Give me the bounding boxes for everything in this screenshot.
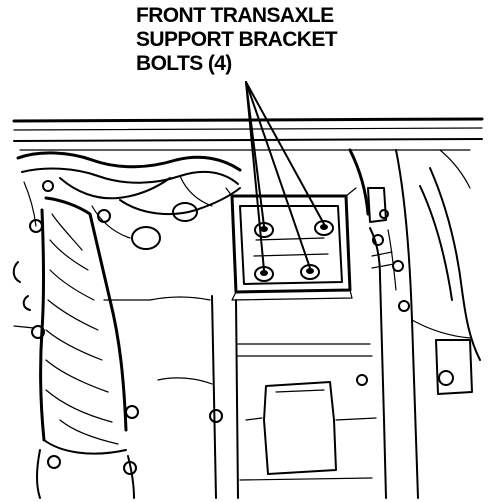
callout-leader-lines (245, 81, 325, 271)
catalytic-converter (12, 196, 139, 499)
transaxle-support-bracket (225, 187, 357, 301)
callout-line-2: SUPPORT BRACKET (136, 28, 338, 51)
callout-label: FRONT TRANSAXLE SUPPORT BRACKET BOLTS (4… (136, 4, 338, 76)
lower-structure (103, 295, 377, 499)
callout-line-1: FRONT TRANSAXLE (136, 4, 334, 27)
bracket-bolts (254, 220, 334, 282)
bolt-upper-right (314, 220, 334, 236)
callout-line-3: BOLTS (4) (136, 52, 232, 75)
transaxle-housing (348, 148, 481, 499)
frame-lines (12, 117, 484, 151)
exhaust-manifold (16, 151, 242, 250)
